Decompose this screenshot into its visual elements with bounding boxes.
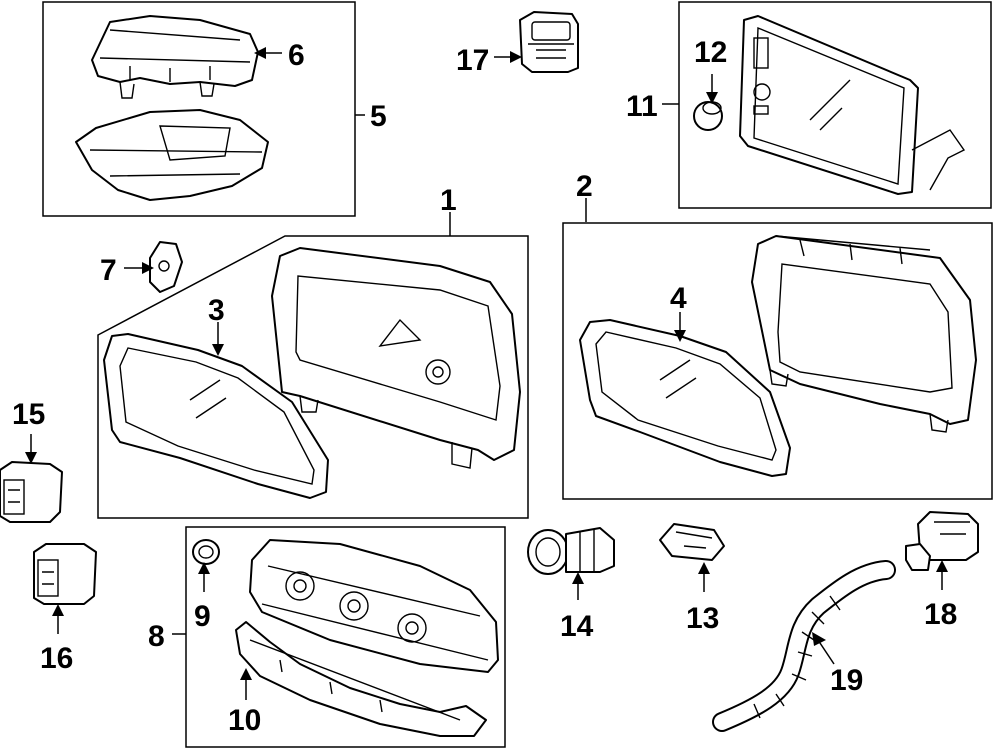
callout-11: 11 <box>626 90 658 123</box>
callout-16: 16 <box>40 642 73 675</box>
part-9-knob <box>192 539 220 565</box>
part-13-connector <box>659 523 725 561</box>
part-10-trim <box>235 621 487 737</box>
callout-6: 6 <box>288 39 305 72</box>
callout-5: 5 <box>370 100 387 133</box>
group-box-11 <box>678 1 992 209</box>
callout-15: 15 <box>12 398 45 431</box>
part-4-lens <box>579 319 791 477</box>
group-box-1 <box>97 235 529 519</box>
callout-17: 17 <box>456 44 489 77</box>
group-box-5 <box>42 1 356 217</box>
group-box-2 <box>562 222 993 500</box>
callout-14: 14 <box>560 610 594 643</box>
part-12-knob <box>693 101 723 131</box>
part-5-housing <box>75 109 269 201</box>
leader-lines <box>25 47 948 700</box>
part-2-meter <box>751 235 977 433</box>
part-16-switch <box>33 543 97 605</box>
part-17-switch <box>519 11 579 73</box>
callout-13: 13 <box>686 602 719 635</box>
part-8-control-panel <box>249 539 499 673</box>
callout-10: 10 <box>228 704 261 737</box>
callout-9: 9 <box>194 600 211 633</box>
callout-1: 1 <box>440 184 457 217</box>
part-6-housing <box>91 15 259 99</box>
callout-8: 8 <box>148 620 165 653</box>
callout-2: 2 <box>576 170 593 203</box>
callout-12: 12 <box>694 36 727 69</box>
part-18-sensor <box>905 511 979 571</box>
group-box-8 <box>185 526 506 748</box>
part-15-switch <box>0 461 63 523</box>
callout-4: 4 <box>670 282 687 315</box>
callout-3: 3 <box>208 294 225 327</box>
callout-7: 7 <box>100 254 117 287</box>
part-11-display <box>739 15 966 195</box>
part-19-hose <box>712 560 896 732</box>
callout-19: 19 <box>830 664 863 697</box>
part-14-knob <box>527 527 615 575</box>
part-7-clip <box>149 241 183 293</box>
callout-18: 18 <box>924 598 957 631</box>
part-3-lens <box>103 333 329 499</box>
part-1-meter <box>271 247 521 469</box>
